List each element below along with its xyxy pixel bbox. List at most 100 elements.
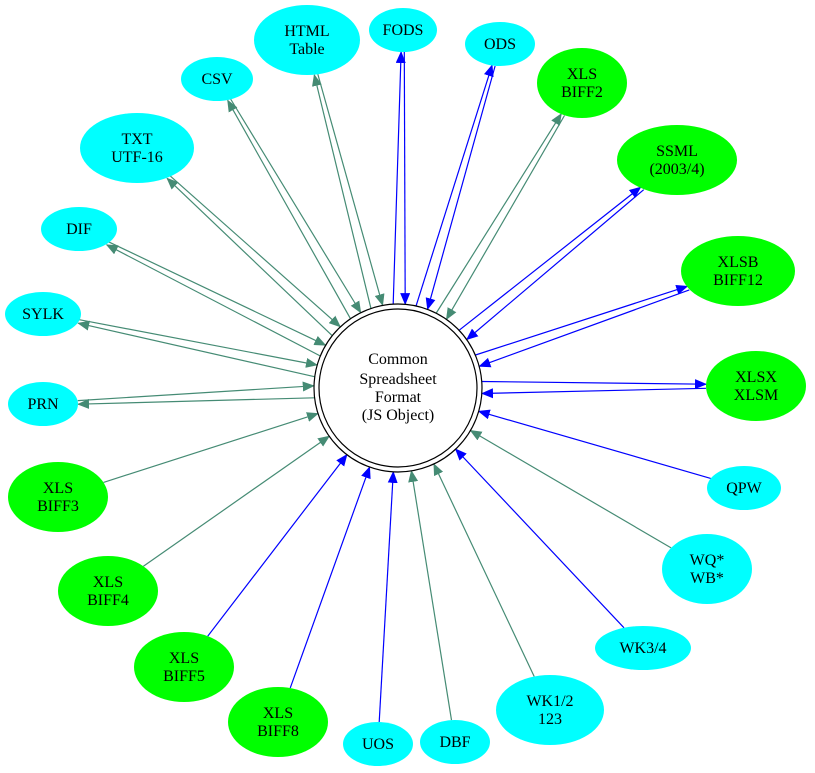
node-fods-label-1: FODS — [383, 22, 424, 39]
node-html-label-1: HTML — [284, 23, 329, 40]
edge-read-xls-biff8 — [289, 466, 371, 689]
edge-read-dif — [108, 241, 327, 346]
node-qpw-label-1: QPW — [726, 480, 762, 497]
node-wk12-shape — [496, 675, 604, 745]
edge-read-xls-biff5 — [207, 453, 348, 637]
node-prn-label-1: PRN — [27, 396, 59, 413]
edges-layer — [77, 51, 711, 723]
node-html-shape — [254, 5, 360, 75]
node-wk34-label-1: WK3/4 — [619, 640, 666, 657]
center-inner-ring — [318, 308, 478, 468]
edge-read-xls-biff4 — [143, 435, 331, 567]
node-dbf-label-1: DBF — [439, 734, 470, 751]
node-xls-biff4-label-2: BIFF4 — [87, 592, 129, 609]
node-xls-biff4-label-1: XLS — [93, 574, 123, 591]
edge-write-txt — [166, 177, 333, 337]
node-wq-shape — [662, 534, 752, 604]
node-xls-biff8-label-2: BIFF8 — [257, 723, 299, 740]
edge-read-sylk — [79, 319, 318, 368]
edge-read-html — [317, 73, 385, 307]
node-dif-shape — [41, 207, 117, 251]
edge-write-ods — [415, 64, 494, 306]
edge-read-wk34 — [454, 448, 625, 629]
center-node: Common Spreadsheet Format (JS Object) — [313, 303, 483, 473]
edge-read-qpw — [477, 409, 711, 479]
node-dif: DIF — [41, 207, 117, 251]
edge-read-xlsx — [481, 387, 707, 399]
node-xls-biff5-label-1: XLS — [169, 650, 199, 667]
node-ssml: SSML(2003/4) — [617, 125, 737, 195]
node-sylk: SYLK — [5, 292, 81, 336]
center-line-3: Format — [375, 389, 422, 406]
node-txt-label-1: TXT — [121, 131, 152, 148]
center-line-4: (JS Object) — [362, 407, 434, 424]
node-wk34: WK3/4 — [595, 626, 691, 670]
node-csv-label-1: CSV — [201, 71, 233, 88]
node-wq-label-1: WQ* — [690, 552, 725, 569]
node-xls-biff2-label-2: BIFF2 — [561, 84, 603, 101]
edge-write-html — [312, 73, 372, 309]
node-xls-biff5-shape — [134, 632, 234, 702]
edge-read-uos — [378, 470, 398, 723]
node-txt-shape — [80, 113, 194, 183]
node-fods-shape — [369, 8, 437, 52]
node-xlsb-shape — [681, 236, 795, 306]
node-sylk-shape — [5, 292, 81, 336]
node-wk34-shape — [595, 626, 691, 670]
node-qpw-shape — [707, 466, 781, 510]
edge-read-prn — [77, 381, 315, 402]
node-xls-biff5-label-2: BIFF5 — [163, 668, 205, 685]
node-ssml-label-1: SSML — [656, 143, 698, 160]
node-xls-biff2-shape — [537, 48, 627, 118]
nodes-layer: FODSODSXLSBIFF2SSML(2003/4)XLSBBIFF12XLS… — [5, 5, 806, 766]
center-line-2: Spreadsheet — [359, 371, 437, 388]
edge-write-prn — [77, 397, 315, 409]
node-ods-shape — [465, 22, 535, 66]
node-xls-biff3-label-2: BIFF3 — [37, 498, 79, 515]
node-wk12-label-2: 123 — [538, 711, 562, 728]
node-wq-label-2: WB* — [690, 570, 724, 587]
edge-write-fods — [392, 51, 406, 304]
node-txt-label-2: UTF-16 — [111, 149, 163, 166]
node-csv: CSV — [181, 57, 253, 101]
node-ods: ODS — [465, 22, 535, 66]
node-prn-shape — [8, 382, 78, 426]
node-csv-shape — [181, 57, 253, 101]
edge-read-fods — [400, 51, 411, 306]
node-xls-biff3-shape — [8, 462, 108, 532]
edge-read-ssml — [466, 189, 645, 341]
node-ssml-label-2: (2003/4) — [649, 161, 704, 178]
node-uos-shape — [343, 722, 413, 766]
node-xlsx-label-2: XLSM — [734, 387, 778, 404]
edge-read-ods — [425, 65, 496, 311]
node-xlsb-label-1: XLSB — [718, 254, 759, 271]
edge-read-xls-biff3 — [103, 412, 319, 483]
node-xlsx-label-1: XLSX — [735, 369, 777, 386]
edge-write-xlsb — [475, 284, 689, 356]
node-xls-biff2-label-1: XLS — [567, 66, 597, 83]
node-xls-biff8-shape — [228, 687, 328, 757]
center-line-1: Common — [368, 351, 428, 368]
edge-write-sylk — [77, 320, 315, 378]
edge-write-xls-biff2 — [435, 112, 562, 314]
node-qpw: QPW — [707, 466, 781, 510]
edge-read-xls-biff2 — [445, 115, 566, 321]
node-dbf: DBF — [420, 720, 490, 764]
node-xlsx-shape — [706, 351, 806, 421]
edge-read-dbf — [408, 469, 453, 721]
node-prn: PRN — [8, 382, 78, 426]
edge-read-txt — [169, 175, 341, 328]
node-wq: WQ*WB* — [662, 534, 752, 604]
node-dif-label-1: DIF — [66, 221, 92, 238]
node-uos: UOS — [343, 722, 413, 766]
